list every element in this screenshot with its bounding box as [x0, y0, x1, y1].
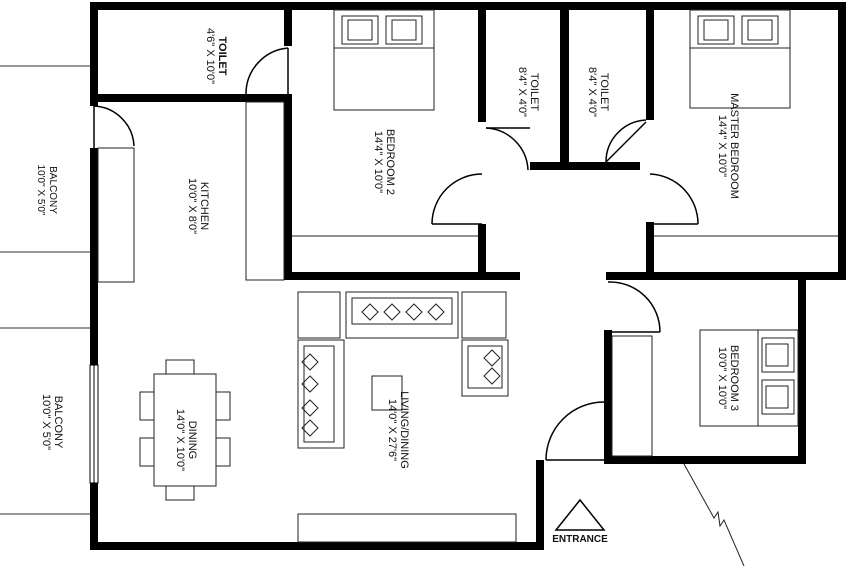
room-name: BEDROOM 2	[384, 128, 396, 196]
fixtures	[97, 101, 838, 543]
entrance-marker	[554, 498, 606, 531]
dining-table	[139, 359, 231, 501]
break-line	[683, 463, 745, 566]
bed-bedroom-3	[699, 329, 799, 427]
sofa-set	[297, 291, 509, 449]
room-size: 10'0" X 10'0"	[716, 346, 728, 410]
room-size: 8'4" X 4'0"	[586, 67, 598, 117]
room-name: LIVING/DINING	[398, 391, 410, 469]
bed-master-bedroom	[689, 9, 791, 109]
dining-window	[89, 364, 99, 484]
room-name: TOILET	[598, 72, 610, 112]
room-size: 4'6" X 10'0"	[204, 27, 216, 85]
room-name: DINING	[186, 420, 198, 460]
bed-bedroom-2	[333, 9, 435, 111]
room-size: 10'0" X 5'0"	[40, 393, 52, 451]
room-size: 8'4" X 4'0"	[516, 67, 528, 117]
room-size: 14'4" X 10'0"	[716, 114, 728, 178]
room-name: TOILET	[528, 72, 540, 112]
room-name: BEDROOM 3	[728, 344, 740, 412]
room-size: 14'0" X 27'6"	[386, 398, 398, 462]
room-size: 14'0" X 10'0"	[174, 408, 186, 472]
room-name: KITCHEN	[198, 181, 210, 231]
room-size: 14'4" X 10'0"	[372, 130, 384, 194]
room-size: 10'0" X 5'0"	[35, 164, 46, 216]
door-swings	[93, 47, 699, 461]
cushions	[301, 303, 501, 437]
balcony-lines	[0, 65, 92, 515]
room-name: TOILET	[216, 36, 228, 76]
walls	[90, 2, 846, 550]
room-name: BALCONY	[47, 166, 58, 214]
room-name: BALCONY	[52, 395, 64, 449]
entrance-text: ENTRANCE	[552, 534, 608, 545]
room-name: MASTER BEDROOM	[728, 93, 740, 199]
room-size: 10'0" X 8'0"	[186, 177, 198, 235]
